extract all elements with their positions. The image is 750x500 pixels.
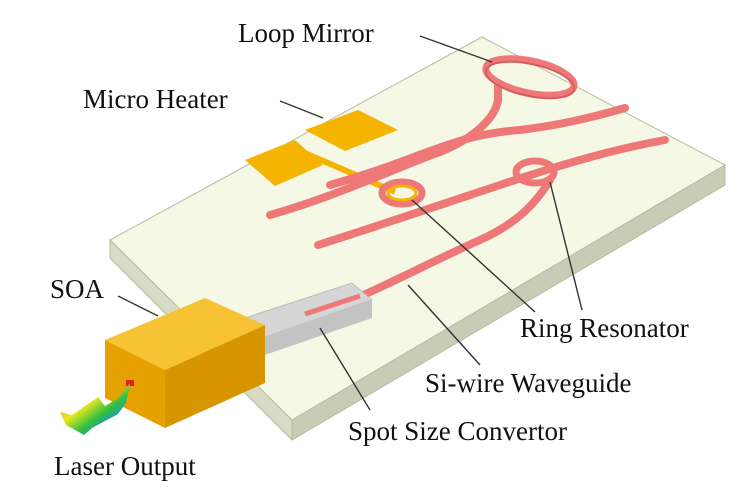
leader-ring-1 — [411, 199, 536, 313]
spot-size-convertor — [244, 282, 373, 356]
leader-ssc — [319, 327, 371, 411]
ring-resonator-heated — [378, 178, 426, 208]
soa-front-face — [105, 340, 165, 428]
leader-si-wire — [407, 284, 481, 366]
ring-resonator-heated-core — [386, 184, 418, 202]
label-laser-output: Laser Output — [54, 451, 196, 481]
ring-resonator-right — [512, 157, 558, 187]
soa-block — [105, 298, 265, 428]
waveguide-top — [266, 96, 502, 219]
leader-lines — [117, 35, 583, 411]
ring-resonators — [378, 157, 558, 208]
label-ring-resonator: Ring Resonator — [520, 313, 689, 343]
loop-mirror-ring-edge — [484, 60, 576, 100]
waveguide-middle — [314, 136, 669, 249]
leader-ring-2 — [549, 181, 583, 311]
labels: Loop Mirror Micro Heater SOA Ring Resona… — [50, 18, 689, 481]
label-micro-heater: Micro Heater — [83, 84, 228, 114]
micro-heater — [245, 110, 398, 195]
leader-loop-mirror — [419, 35, 493, 63]
laser-output-arrow — [60, 383, 130, 435]
label-soa: SOA — [50, 274, 105, 304]
soa-top-face — [105, 298, 265, 370]
waveguide-upper — [326, 104, 629, 189]
rainbow-arrow — [60, 383, 130, 435]
label-spot-size-convertor: Spot Size Convertor — [348, 416, 567, 446]
label-loop-mirror: Loop Mirror — [238, 18, 374, 48]
leader-soa — [117, 295, 159, 317]
soa-right-face — [165, 325, 265, 428]
label-si-wire-waveguide: Si-wire Waveguide — [425, 368, 632, 398]
loop-mirror — [482, 55, 578, 100]
leader-micro-heater — [279, 100, 324, 119]
heater-trace — [296, 147, 397, 195]
ssc-front — [262, 300, 372, 356]
chip-right-face — [291, 164, 726, 441]
heater-pad-right — [305, 110, 398, 151]
ssc-waveguide-taper — [304, 293, 361, 317]
